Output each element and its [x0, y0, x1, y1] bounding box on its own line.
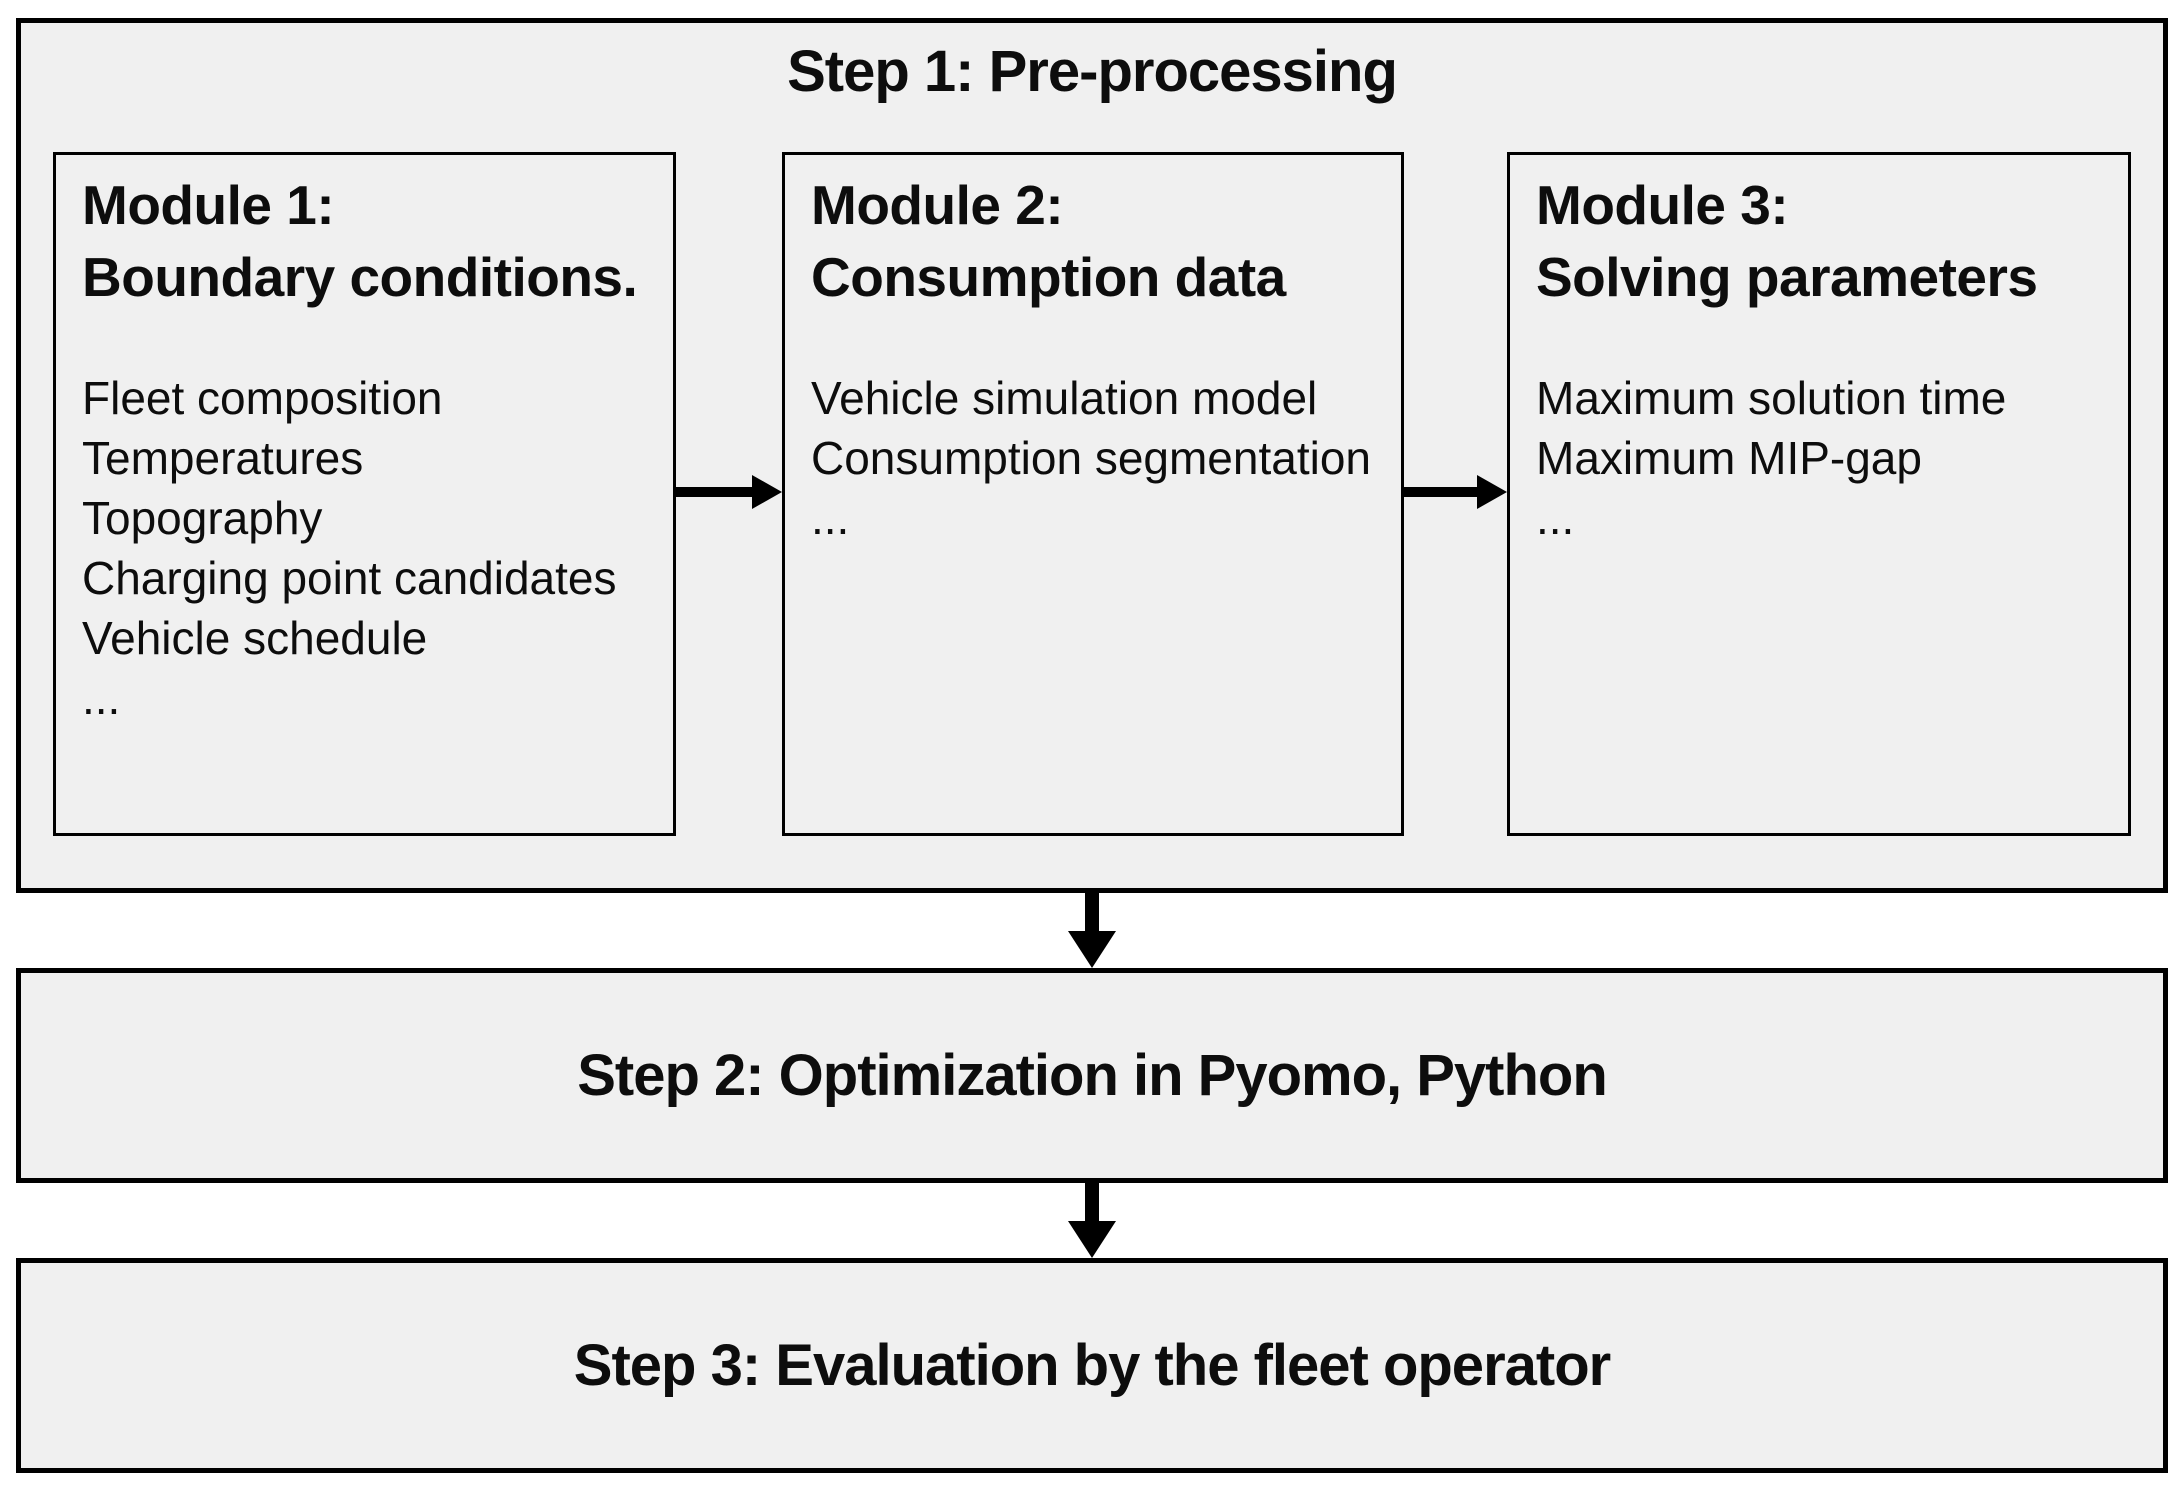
step3-evaluation-box: Step 3: Evaluation by the fleet operator	[16, 1258, 2168, 1473]
arrow-down-icon	[1068, 1183, 1116, 1258]
step3-title: Step 3: Evaluation by the fleet operator	[573, 1333, 1611, 1398]
module-2-title-line2: Consumption data	[811, 246, 1286, 308]
module-2-items: Vehicle simulation model Consumption seg…	[811, 368, 1375, 548]
module-item: Temperatures	[82, 432, 364, 484]
step2-title: Step 2: Optimization in Pyomo, Python	[577, 1043, 1608, 1108]
module-item: Maximum solution time	[1536, 372, 2007, 424]
arrow-right-icon	[1404, 475, 1507, 509]
module-item: Charging point candidates	[82, 552, 617, 604]
module-item-ellipsis: ...	[82, 672, 121, 724]
arrow-head	[752, 475, 782, 509]
module-item: Vehicle simulation model	[811, 372, 1318, 424]
arrow-down-icon	[1068, 893, 1116, 968]
module-item: Fleet composition	[82, 372, 443, 424]
module-1-title: Module 1: Boundary conditions.	[82, 169, 647, 313]
module-2-box: Module 2: Consumption data Vehicle simul…	[782, 152, 1404, 836]
module-item: Consumption segmentation	[811, 432, 1371, 484]
module-item-ellipsis: ...	[811, 492, 850, 544]
module-item: Vehicle schedule	[82, 612, 428, 664]
module-2-title: Module 2: Consumption data	[811, 169, 1375, 313]
module-item: Topography	[82, 492, 323, 544]
arrow-head	[1477, 475, 1507, 509]
module-item-ellipsis: ...	[1536, 492, 1575, 544]
step1-preprocessing-box: Step 1: Pre-processing Module 1: Boundar…	[16, 18, 2168, 893]
arrow-right-icon	[676, 475, 782, 509]
module-3-title: Module 3: Solving parameters	[1536, 169, 2102, 313]
step2-optimization-box: Step 2: Optimization in Pyomo, Python	[16, 968, 2168, 1183]
step1-title: Step 1: Pre-processing	[787, 39, 1398, 104]
arrow-shaft	[676, 487, 756, 497]
arrow-shaft	[1404, 487, 1481, 497]
arrow-head	[1068, 1221, 1116, 1258]
module-2-title-line1: Module 2:	[811, 174, 1064, 236]
module-3-title-line2: Solving parameters	[1536, 246, 2038, 308]
module-1-box: Module 1: Boundary conditions. Fleet com…	[53, 152, 676, 836]
module-1-items: Fleet composition Temperatures Topograph…	[82, 368, 647, 728]
module-3-box: Module 3: Solving parameters Maximum sol…	[1507, 152, 2131, 836]
arrow-shaft	[1085, 893, 1099, 931]
arrow-head	[1068, 931, 1116, 968]
module-1-title-line2: Boundary conditions.	[82, 246, 638, 308]
module-1-title-line1: Module 1:	[82, 174, 335, 236]
module-3-items: Maximum solution time Maximum MIP-gap ..…	[1536, 368, 2102, 548]
module-3-title-line1: Module 3:	[1536, 174, 1789, 236]
module-item: Maximum MIP-gap	[1536, 432, 1922, 484]
arrow-shaft	[1085, 1183, 1099, 1221]
